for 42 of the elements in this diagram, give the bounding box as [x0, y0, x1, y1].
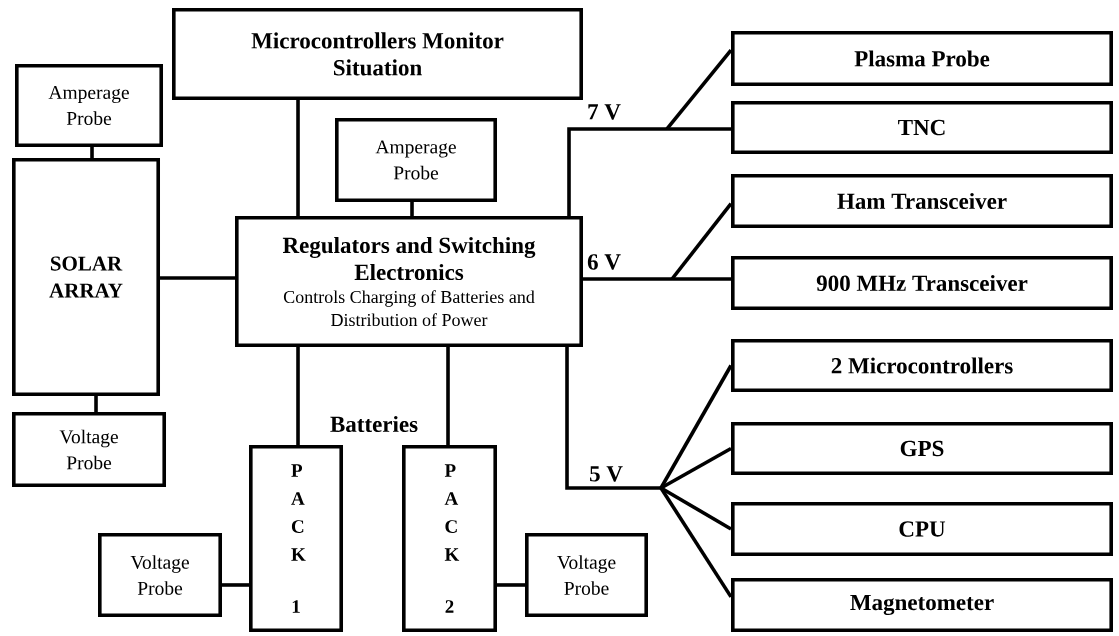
connector-line [665, 49, 733, 131]
connector-line [565, 347, 661, 490]
process-box: Regulators and Switching Electronics Controls Charging of Batteries and Distribution of Power [235, 216, 583, 347]
process-box: SOLAR ARRAY [12, 158, 160, 396]
probe-box: Voltage Probe [525, 533, 648, 617]
connector-line [296, 100, 300, 216]
connector-line [659, 487, 733, 598]
connector-line [446, 347, 450, 445]
voltage-label: 7 V [588, 104, 621, 120]
battery-box: P A C K 1 [249, 445, 343, 632]
connector-line [90, 147, 94, 158]
probe-box: Amperage Probe [335, 118, 497, 202]
process-box: TNC [731, 101, 1113, 154]
process-box: CPU [731, 502, 1113, 556]
connector-line [296, 347, 300, 445]
connector-line [660, 486, 732, 531]
connector-line [583, 277, 672, 281]
process-box: GPS [731, 422, 1113, 475]
process-box: 900 MHz Transceiver [731, 256, 1113, 310]
connector-line [567, 127, 667, 216]
group-heading: Batteries [330, 415, 418, 433]
process-box: Ham Transceiver [731, 174, 1113, 228]
connector-line [660, 446, 732, 490]
connector-line [497, 583, 525, 587]
process-box: 2 Microcontrollers [731, 339, 1113, 392]
probe-box: Voltage Probe [98, 533, 222, 617]
connector-line [672, 277, 731, 281]
voltage-label: 6 V [587, 254, 621, 270]
battery-box: P A C K 2 [402, 445, 497, 632]
connector-line [410, 202, 414, 216]
probe-box: Voltage Probe [12, 411, 166, 487]
connector-line [667, 127, 731, 131]
connector-line [160, 276, 235, 280]
process-box: Plasma Probe [731, 31, 1113, 86]
connector-line [94, 396, 98, 412]
process-box: Microcontrollers Monitor Situation [172, 8, 583, 100]
connector-line [222, 583, 249, 587]
process-box: Magnetometer [731, 578, 1113, 632]
connector-line [670, 202, 733, 281]
connector-line [659, 364, 733, 489]
probe-box: Amperage Probe [15, 64, 163, 147]
voltage-label: 5 V [590, 466, 623, 482]
